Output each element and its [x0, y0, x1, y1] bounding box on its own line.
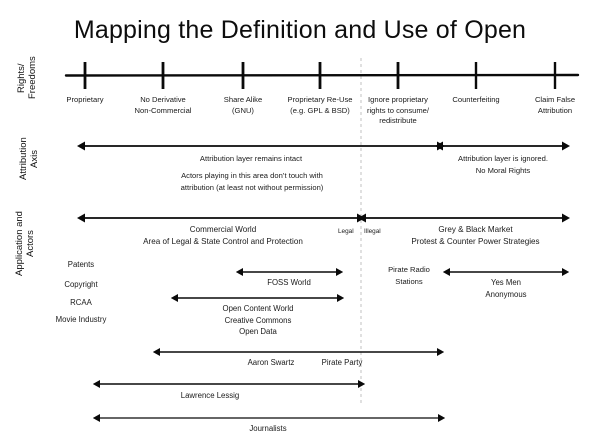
arrow-label-open-content-world: Open Content World Creative Commons Open…	[222, 304, 294, 336]
arrow-label-foss-world: FOSS World	[267, 278, 311, 287]
axis-label-application-actors: Application and Actors	[14, 211, 36, 277]
tick-label-counterfeiting: Counterfeiting	[452, 95, 500, 104]
attribution-left-note-primary: Attribution layer remains intact	[199, 154, 303, 163]
tick-label-no-derivative-non-commercial: No Derivative Non-Commercial	[134, 95, 192, 115]
tick-label-claim-false-attribution: Claim False Attribution	[534, 95, 576, 115]
actor-rcaa: RCAA	[70, 298, 92, 307]
attribution-left-note-secondary: Actors playing in this area don’t touch …	[180, 171, 324, 192]
illegal-label: Illegal	[364, 228, 381, 235]
page-title: Mapping the Definition and Use of Open	[73, 16, 527, 44]
application-actor-arrows	[92, 268, 570, 422]
tick-label-ignore-proprietary-rights: Ignore proprietary rights to consume/ re…	[366, 95, 430, 125]
actor-movie-industry: Movie Industry	[55, 315, 107, 324]
arrow-label-journalists: Journalists	[249, 424, 287, 433]
legal-label: Legal	[338, 228, 354, 235]
actor-patents: Patents	[67, 260, 95, 269]
axis-label-rights-freedoms: Rights/ Freedoms	[16, 56, 38, 100]
actor-pirate-radio-stations: Pirate Radio Stations	[388, 265, 430, 286]
application-left-note: Commercial World Area of Legal & State C…	[143, 225, 303, 246]
axis-label-attribution-axis: Attribution Axis	[18, 137, 40, 181]
arrow-label-yes-men-anonymous: Yes Men Anonymous	[485, 278, 527, 299]
tick-label-proprietary-re-use: Proprietary Re-Use (e.g. GPL & BSD)	[287, 95, 353, 115]
actor-copyright: Copyright	[64, 280, 98, 289]
arrow-label-pirate-party: Pirate Party	[321, 358, 363, 367]
arrow-label-lawrence-lessig: Lawrence Lessig	[180, 391, 240, 400]
tick-label-share-alike-gnu: Share Alike (GNU)	[223, 95, 263, 115]
attribution-right-note: Attribution layer is ignored. No Moral R…	[458, 154, 548, 175]
rights-freedoms-axis	[64, 62, 580, 89]
arrow-label-aaron-swartz: Aaron Swartz	[247, 358, 295, 367]
application-right-note: Grey & Black Market Protest & Counter Po…	[411, 225, 540, 246]
tick-label-proprietary: Proprietary	[66, 95, 104, 104]
